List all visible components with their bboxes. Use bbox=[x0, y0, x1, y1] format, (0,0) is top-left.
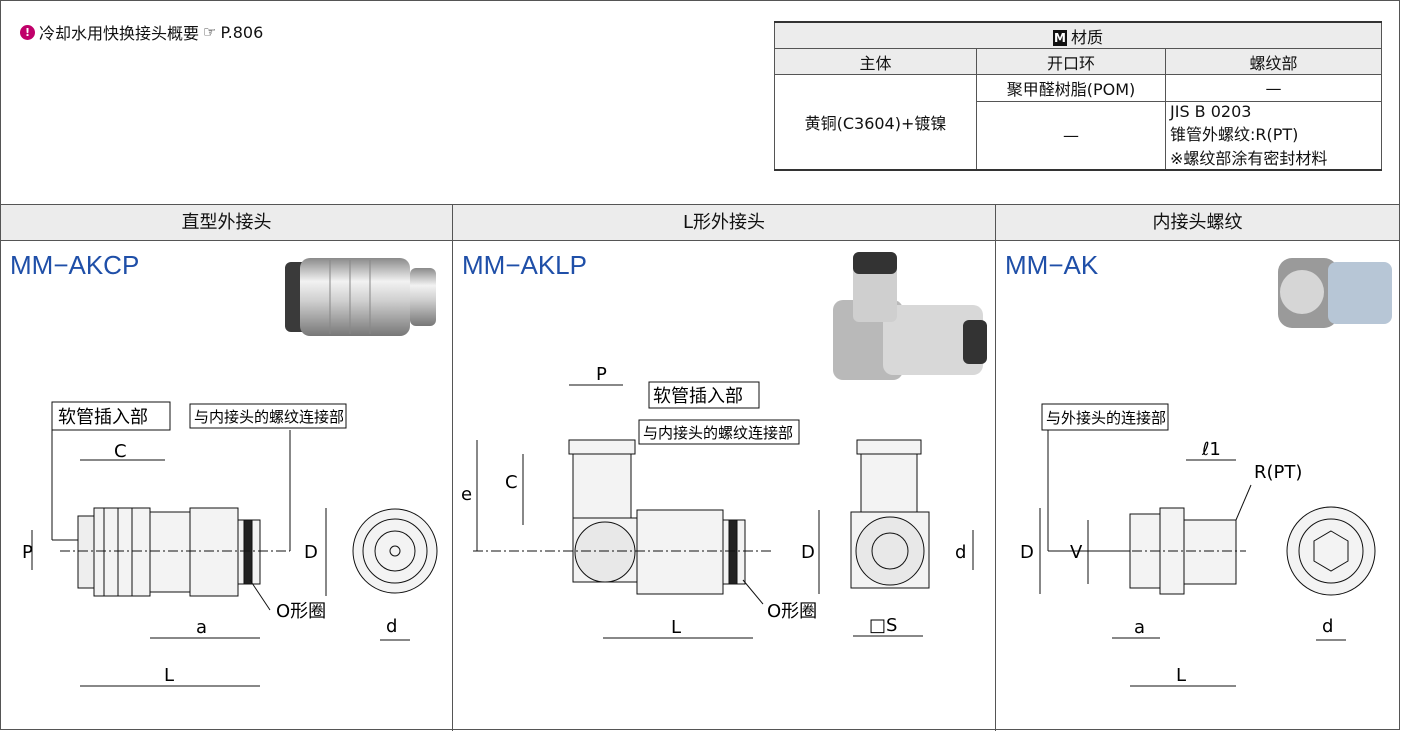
ring-material-2: — bbox=[976, 101, 1166, 171]
product-photo-socket bbox=[1278, 258, 1392, 328]
dimension-lines bbox=[476, 384, 974, 639]
col-thread: 螺纹部 bbox=[1165, 48, 1382, 75]
drawing-elbow: P 软管插入部 与内接头的螺纹连接部 e C D L O形圈 d □S bbox=[461, 252, 987, 639]
info-icon: ! bbox=[20, 24, 35, 40]
dim-a: a bbox=[196, 617, 207, 638]
label-hose-insert: 软管插入部 bbox=[58, 407, 148, 428]
product-photo-straight bbox=[285, 258, 436, 336]
label-oring: O形圈 bbox=[276, 601, 326, 622]
divider bbox=[995, 204, 996, 731]
dimension-lines bbox=[1039, 430, 1346, 687]
dim-V: V bbox=[1070, 542, 1083, 563]
label-hose-insert: 软管插入部 bbox=[653, 386, 743, 407]
material-badge: M bbox=[1052, 30, 1067, 46]
dim-L: L bbox=[1176, 665, 1186, 686]
socket-drawing bbox=[1096, 507, 1246, 595]
dimension-lines bbox=[31, 430, 410, 687]
elbow-side-view bbox=[850, 439, 930, 589]
dim-D: D bbox=[801, 542, 815, 563]
label-plug-connect: 与外接头的连接部 bbox=[1046, 409, 1166, 427]
straight-end-view bbox=[352, 508, 438, 594]
dim-S: □S bbox=[869, 615, 897, 636]
divider bbox=[452, 204, 453, 731]
dim-d: d bbox=[386, 616, 397, 637]
product-photo-elbow bbox=[833, 252, 987, 380]
ring-material-1: 聚甲醛树脂(POM) bbox=[976, 74, 1166, 102]
pointing-hand-icon: ☞ bbox=[203, 23, 217, 41]
dim-C: C bbox=[114, 441, 127, 462]
dim-D: D bbox=[1020, 542, 1034, 563]
dim-a: a bbox=[1134, 617, 1145, 638]
dim-L: L bbox=[164, 665, 174, 686]
page-ref[interactable]: P.806 bbox=[220, 22, 264, 42]
dim-L: L bbox=[671, 617, 681, 638]
overview-note[interactable]: ! 冷却水用快换接头概要 ☞ P.806 bbox=[20, 20, 263, 44]
drawing-straight: 软管插入部 与内接头的螺纹连接部 C P D a L O形圈 d bbox=[22, 258, 438, 687]
elbow-plug-drawing bbox=[473, 439, 773, 595]
note-text: 冷却水用快换接头概要 bbox=[39, 24, 200, 43]
label-oring: O形圈 bbox=[767, 601, 817, 622]
model-name-straight: MM−AKCP bbox=[10, 250, 140, 280]
dim-P: P bbox=[22, 542, 33, 563]
section-title-elbow: L形外接头 bbox=[453, 204, 995, 241]
dim-d: d bbox=[1322, 616, 1333, 637]
drawing-socket: 与外接头的连接部 ℓ1 R(PT) D V a L d bbox=[1020, 258, 1392, 687]
section-title-straight: 直型外接头 bbox=[1, 204, 452, 241]
model-name-elbow: MM−AKLP bbox=[462, 250, 587, 280]
dim-d: d bbox=[955, 542, 966, 563]
thread-material-2: JIS B 0203 锥管外螺纹:R(PT) ※螺纹部涂有密封材料 bbox=[1165, 101, 1382, 171]
body-material: 黄铜(C3604)+镀镍 bbox=[774, 74, 977, 171]
section-title-socket: 内接头螺纹 bbox=[996, 204, 1399, 241]
dim-C: C bbox=[505, 472, 518, 493]
dim-e: e bbox=[461, 484, 472, 505]
dim-l1: ℓ1 bbox=[1201, 439, 1221, 460]
col-ring: 开口环 bbox=[976, 48, 1166, 75]
label-thread-R: R(PT) bbox=[1254, 462, 1302, 483]
socket-end-view bbox=[1286, 506, 1376, 596]
dim-P: P bbox=[596, 364, 607, 385]
col-body: 主体 bbox=[774, 48, 977, 75]
dim-D: D bbox=[304, 542, 318, 563]
label-thread-connect: 与内接头的螺纹连接部 bbox=[194, 408, 344, 426]
thread-material-1: — bbox=[1165, 74, 1382, 102]
model-name-socket: MM−AK bbox=[1005, 250, 1099, 280]
straight-plug-drawing bbox=[60, 507, 290, 597]
label-thread-connect: 与内接头的螺纹连接部 bbox=[643, 424, 793, 442]
